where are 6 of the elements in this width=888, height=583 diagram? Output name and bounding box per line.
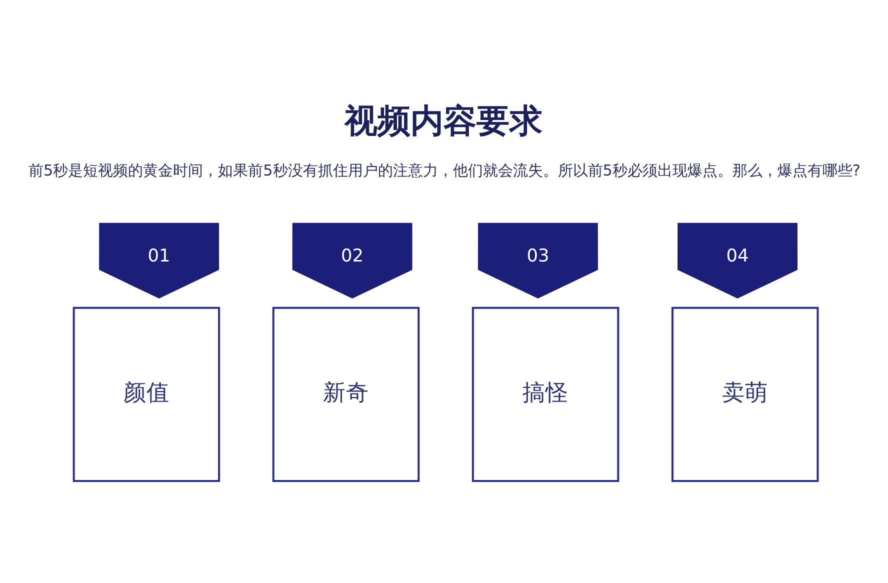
- node-box: 搞怪: [471, 306, 619, 482]
- node-box: 新奇: [272, 306, 420, 482]
- diagram-title: 视频内容要求: [344, 102, 542, 140]
- node-box: 颜值: [72, 306, 220, 482]
- node-box: 卖萌: [670, 306, 818, 482]
- label: 前5秒是短视频的黄金时间，如果前5秒没有抓住用户的注意力，他们就会流失。所以前5秒必须出现爆点。那么，爆点有哪些?: [28, 161, 860, 180]
